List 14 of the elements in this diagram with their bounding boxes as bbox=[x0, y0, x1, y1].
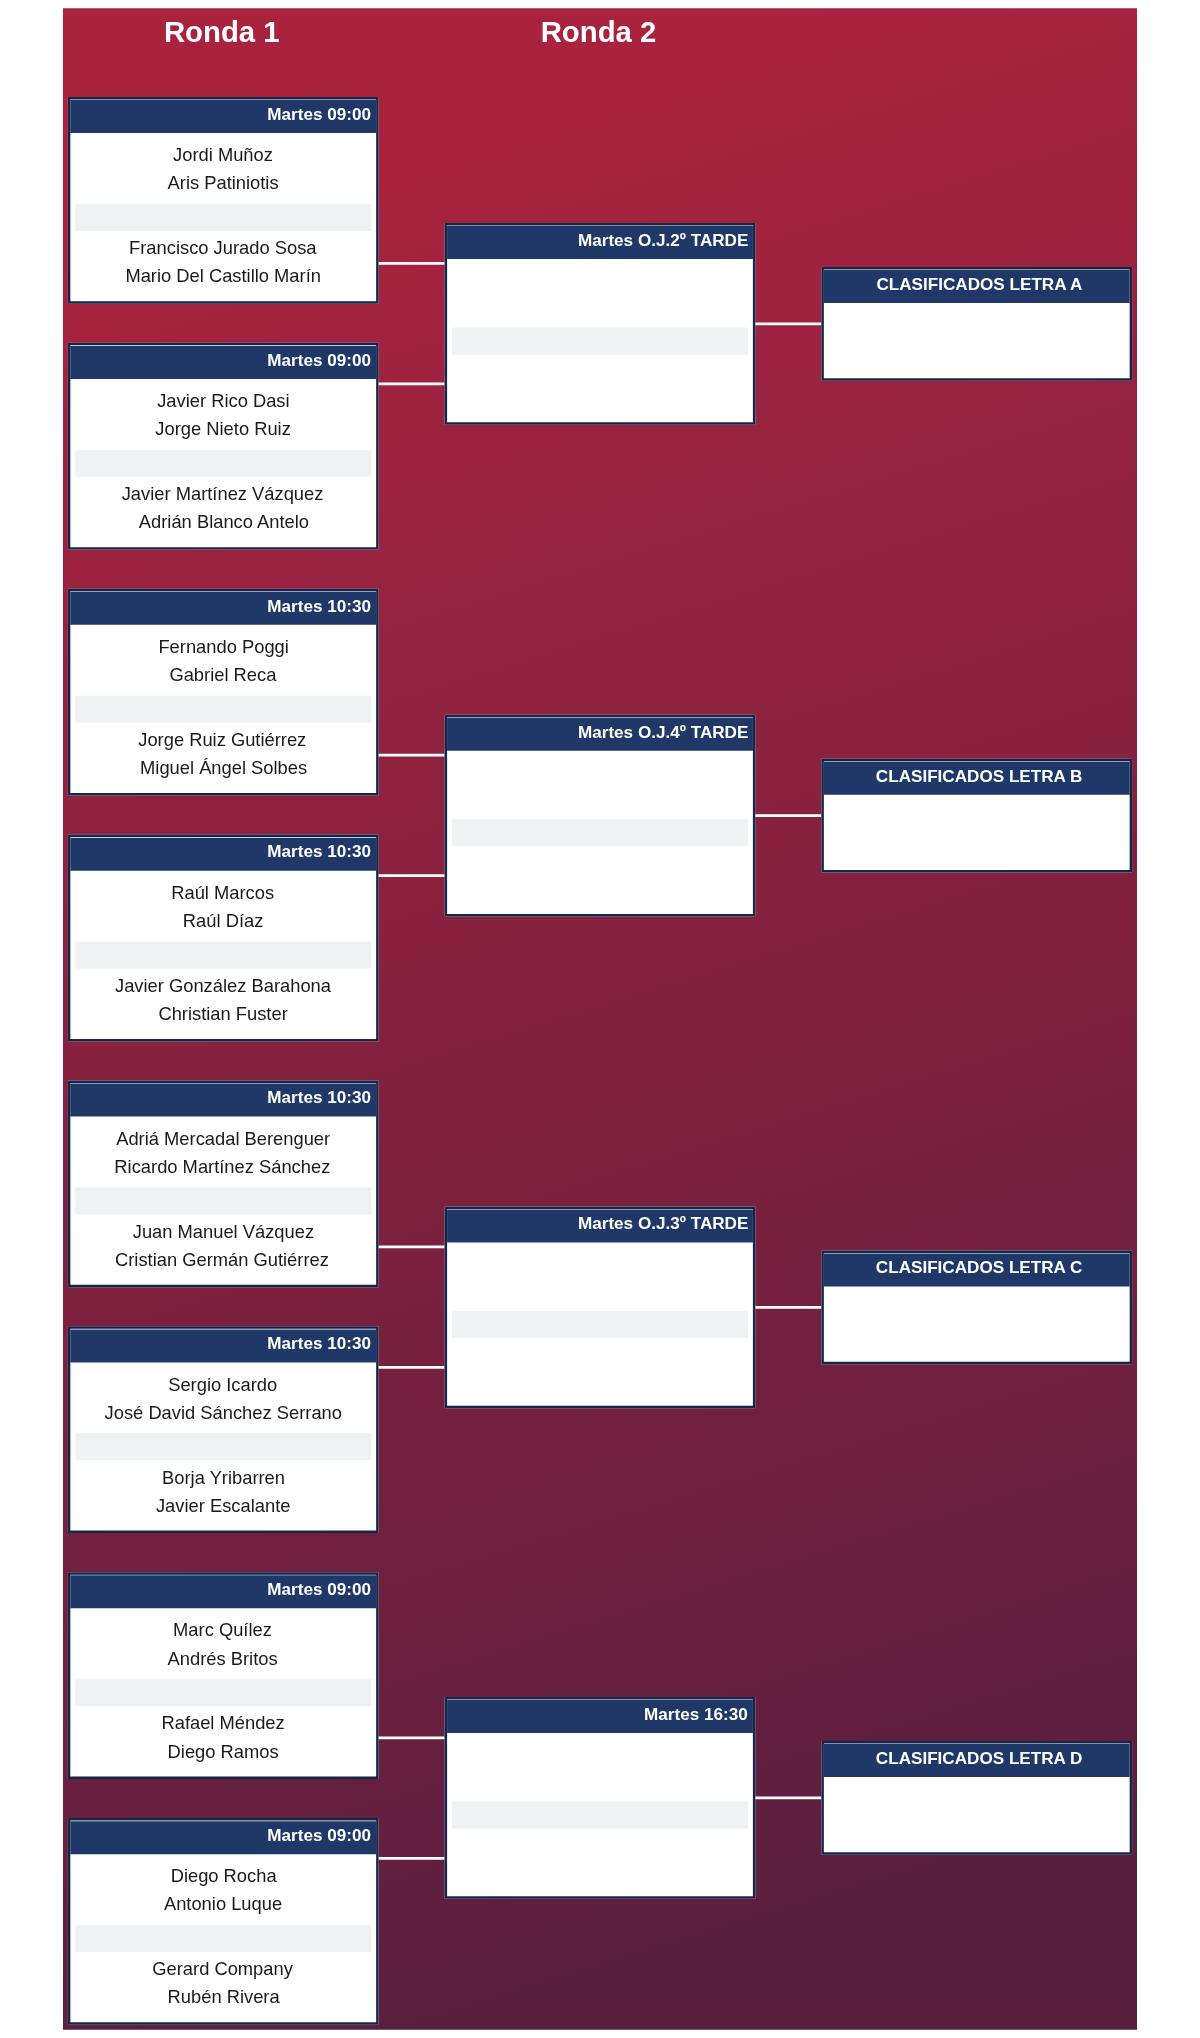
label: Ronda 2 bbox=[540, 14, 657, 48]
label: Ronda 1 bbox=[163, 14, 280, 48]
connector bbox=[378, 382, 445, 386]
connector bbox=[378, 262, 445, 265]
connector bbox=[755, 322, 822, 326]
connector bbox=[378, 1857, 445, 1860]
connector bbox=[378, 1736, 445, 1740]
connector bbox=[755, 1796, 822, 1800]
connector bbox=[378, 753, 445, 757]
connector bbox=[755, 1306, 822, 1309]
connector bbox=[378, 1365, 445, 1369]
connector bbox=[755, 814, 822, 817]
connector bbox=[378, 1245, 445, 1249]
connector bbox=[378, 874, 445, 877]
